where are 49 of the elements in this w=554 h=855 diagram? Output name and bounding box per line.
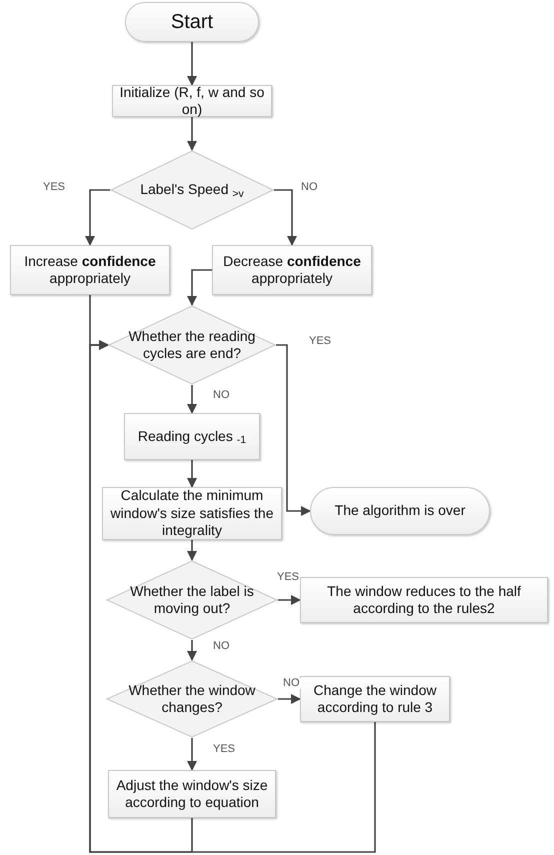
arrow — [274, 189, 297, 246]
edge-label: NO — [282, 678, 300, 689]
edge-label: YES — [308, 336, 332, 347]
node-text: Adjust the window's size according to equation — [115, 776, 269, 812]
node-text: Calculate the minimum window's size satisfies the integrality — [110, 487, 274, 540]
arrow — [187, 540, 197, 561]
arrow — [187, 42, 197, 86]
arrow — [278, 595, 301, 605]
decision-diamond — [110, 150, 274, 230]
edge-label: YES — [212, 744, 236, 755]
node-text: Change the window according to rule 3 — [312, 682, 438, 716]
node-text: Start — [170, 10, 214, 34]
process-box — [112, 85, 272, 117]
edge-label: YES — [276, 572, 300, 583]
node-text: The algorithm is over — [334, 502, 466, 520]
edge-label: YES — [42, 182, 66, 193]
end-terminal — [310, 487, 490, 535]
process-box — [10, 245, 170, 295]
edge-label: NO — [212, 390, 230, 401]
process-box — [212, 245, 372, 295]
decision-diamond — [106, 660, 278, 738]
process-box — [124, 413, 260, 460]
arrow — [187, 640, 197, 661]
node-text: Whether the window changes? — [128, 682, 256, 716]
node-text: Decrease confidence appropriately — [222, 252, 362, 288]
arrow — [89, 340, 376, 853]
edge-label: NO — [300, 182, 318, 193]
decision-diamond — [108, 305, 276, 385]
node-text: Label's Speed $_{>v}$ — [139, 181, 245, 199]
node-text: Whether the reading cycles are end? — [128, 328, 256, 362]
arrow — [187, 117, 197, 151]
process-box — [108, 770, 276, 818]
start-terminal — [125, 2, 259, 42]
arrow — [276, 344, 311, 516]
node-text: The window reduces to the half according to the rules2 — [326, 582, 522, 618]
arrow — [187, 460, 197, 488]
node-text: Initialize (R, f, w and so on) — [118, 84, 266, 118]
arrow — [187, 269, 212, 306]
node-text: Increase confidence appropriately — [23, 252, 157, 288]
process-box — [300, 676, 450, 722]
decision-diamond — [106, 560, 278, 640]
edge-label: NO — [212, 641, 230, 652]
node-text: Reading cycles $_{-1}$ — [136, 428, 248, 446]
arrow — [278, 694, 301, 704]
process-box — [300, 577, 548, 623]
arrow — [85, 189, 110, 246]
node-text: Whether the label is moving out? — [129, 582, 255, 618]
arrow — [187, 385, 197, 414]
arrow — [187, 738, 197, 771]
